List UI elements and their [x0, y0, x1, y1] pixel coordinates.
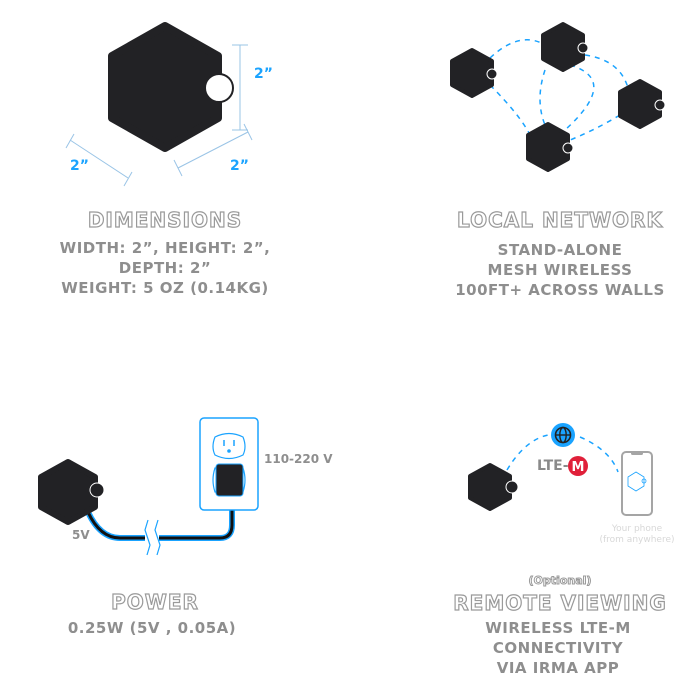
spec-line: DEPTH: 2” — [118, 259, 212, 277]
phone-caption: Your phone (from anywhere) — [599, 524, 674, 546]
width-dimension-label: 2” — [70, 158, 89, 174]
remote-specs: WIRELESS LTE-M CONNECTIVITY VIA IRMA APP — [485, 618, 631, 678]
remote-device-hexagon — [468, 463, 512, 511]
network-title: Local Network — [456, 207, 663, 232]
remote-illustration: M — [468, 423, 653, 516]
optional-label: (Optional) — [528, 574, 592, 588]
mesh-nodes — [450, 22, 662, 172]
phone-caption-line: Your phone — [611, 524, 663, 534]
dimensions-specs: WIDTH: 2”, HEIGHT: 2”, DEPTH: 2” WEIGHT:… — [60, 238, 271, 298]
cable-break-icon — [144, 519, 161, 556]
mesh-network-illustration — [489, 39, 629, 141]
phone-icon — [621, 451, 653, 516]
spec-line: CONNECTIVITY — [492, 639, 624, 657]
mesh-node-knobs — [486, 42, 666, 154]
dimension-lines — [65, 44, 253, 187]
globe-icon — [551, 423, 575, 447]
spec-line: WIRELESS LTE-M — [485, 619, 631, 637]
lte-label: LTE- — [537, 458, 569, 474]
phone-caption-line: (from anywhere) — [599, 535, 675, 545]
spec-line: WIDTH: 2”, HEIGHT: 2”, — [59, 239, 271, 257]
spec-line: 100FT+ ACROSS WALLS — [455, 281, 665, 299]
device-voltage-label: 5V — [72, 528, 90, 542]
lte-m-badge-letter: M — [572, 460, 585, 475]
spec-line: VIA IRMA APP — [496, 659, 620, 677]
lte-m-badge — [568, 456, 588, 476]
dimensions-illustration — [65, 22, 253, 187]
power-specs: 0.25W (5V , 0.05A) — [68, 618, 236, 638]
dimensions-title: Dimensions — [87, 207, 243, 232]
spec-line: 0.25W (5V , 0.05A) — [67, 619, 237, 637]
outlet-voltage-label: 110-220 V — [264, 452, 333, 466]
depth-dimension-label: 2” — [230, 158, 249, 174]
power-device-knob — [89, 482, 105, 498]
outlet-receptacle — [212, 432, 246, 460]
power-title: Power — [111, 589, 199, 614]
power-device-hexagon — [38, 459, 98, 525]
device-hexagon — [108, 22, 222, 152]
spec-line: STAND-ALONE — [497, 241, 623, 259]
network-specs: STAND-ALONE MESH WIRELESS 100FT+ ACROSS … — [455, 240, 665, 300]
power-adapter-plug — [215, 463, 244, 497]
spec-line: WEIGHT: 5 OZ (0.14KG) — [61, 279, 269, 297]
remote-title: Remote Viewing — [453, 590, 667, 615]
power-illustration — [38, 417, 259, 556]
spec-line: MESH WIRELESS — [487, 261, 633, 279]
height-dimension-label: 2” — [254, 66, 273, 82]
device-sensor-knob — [204, 73, 234, 103]
